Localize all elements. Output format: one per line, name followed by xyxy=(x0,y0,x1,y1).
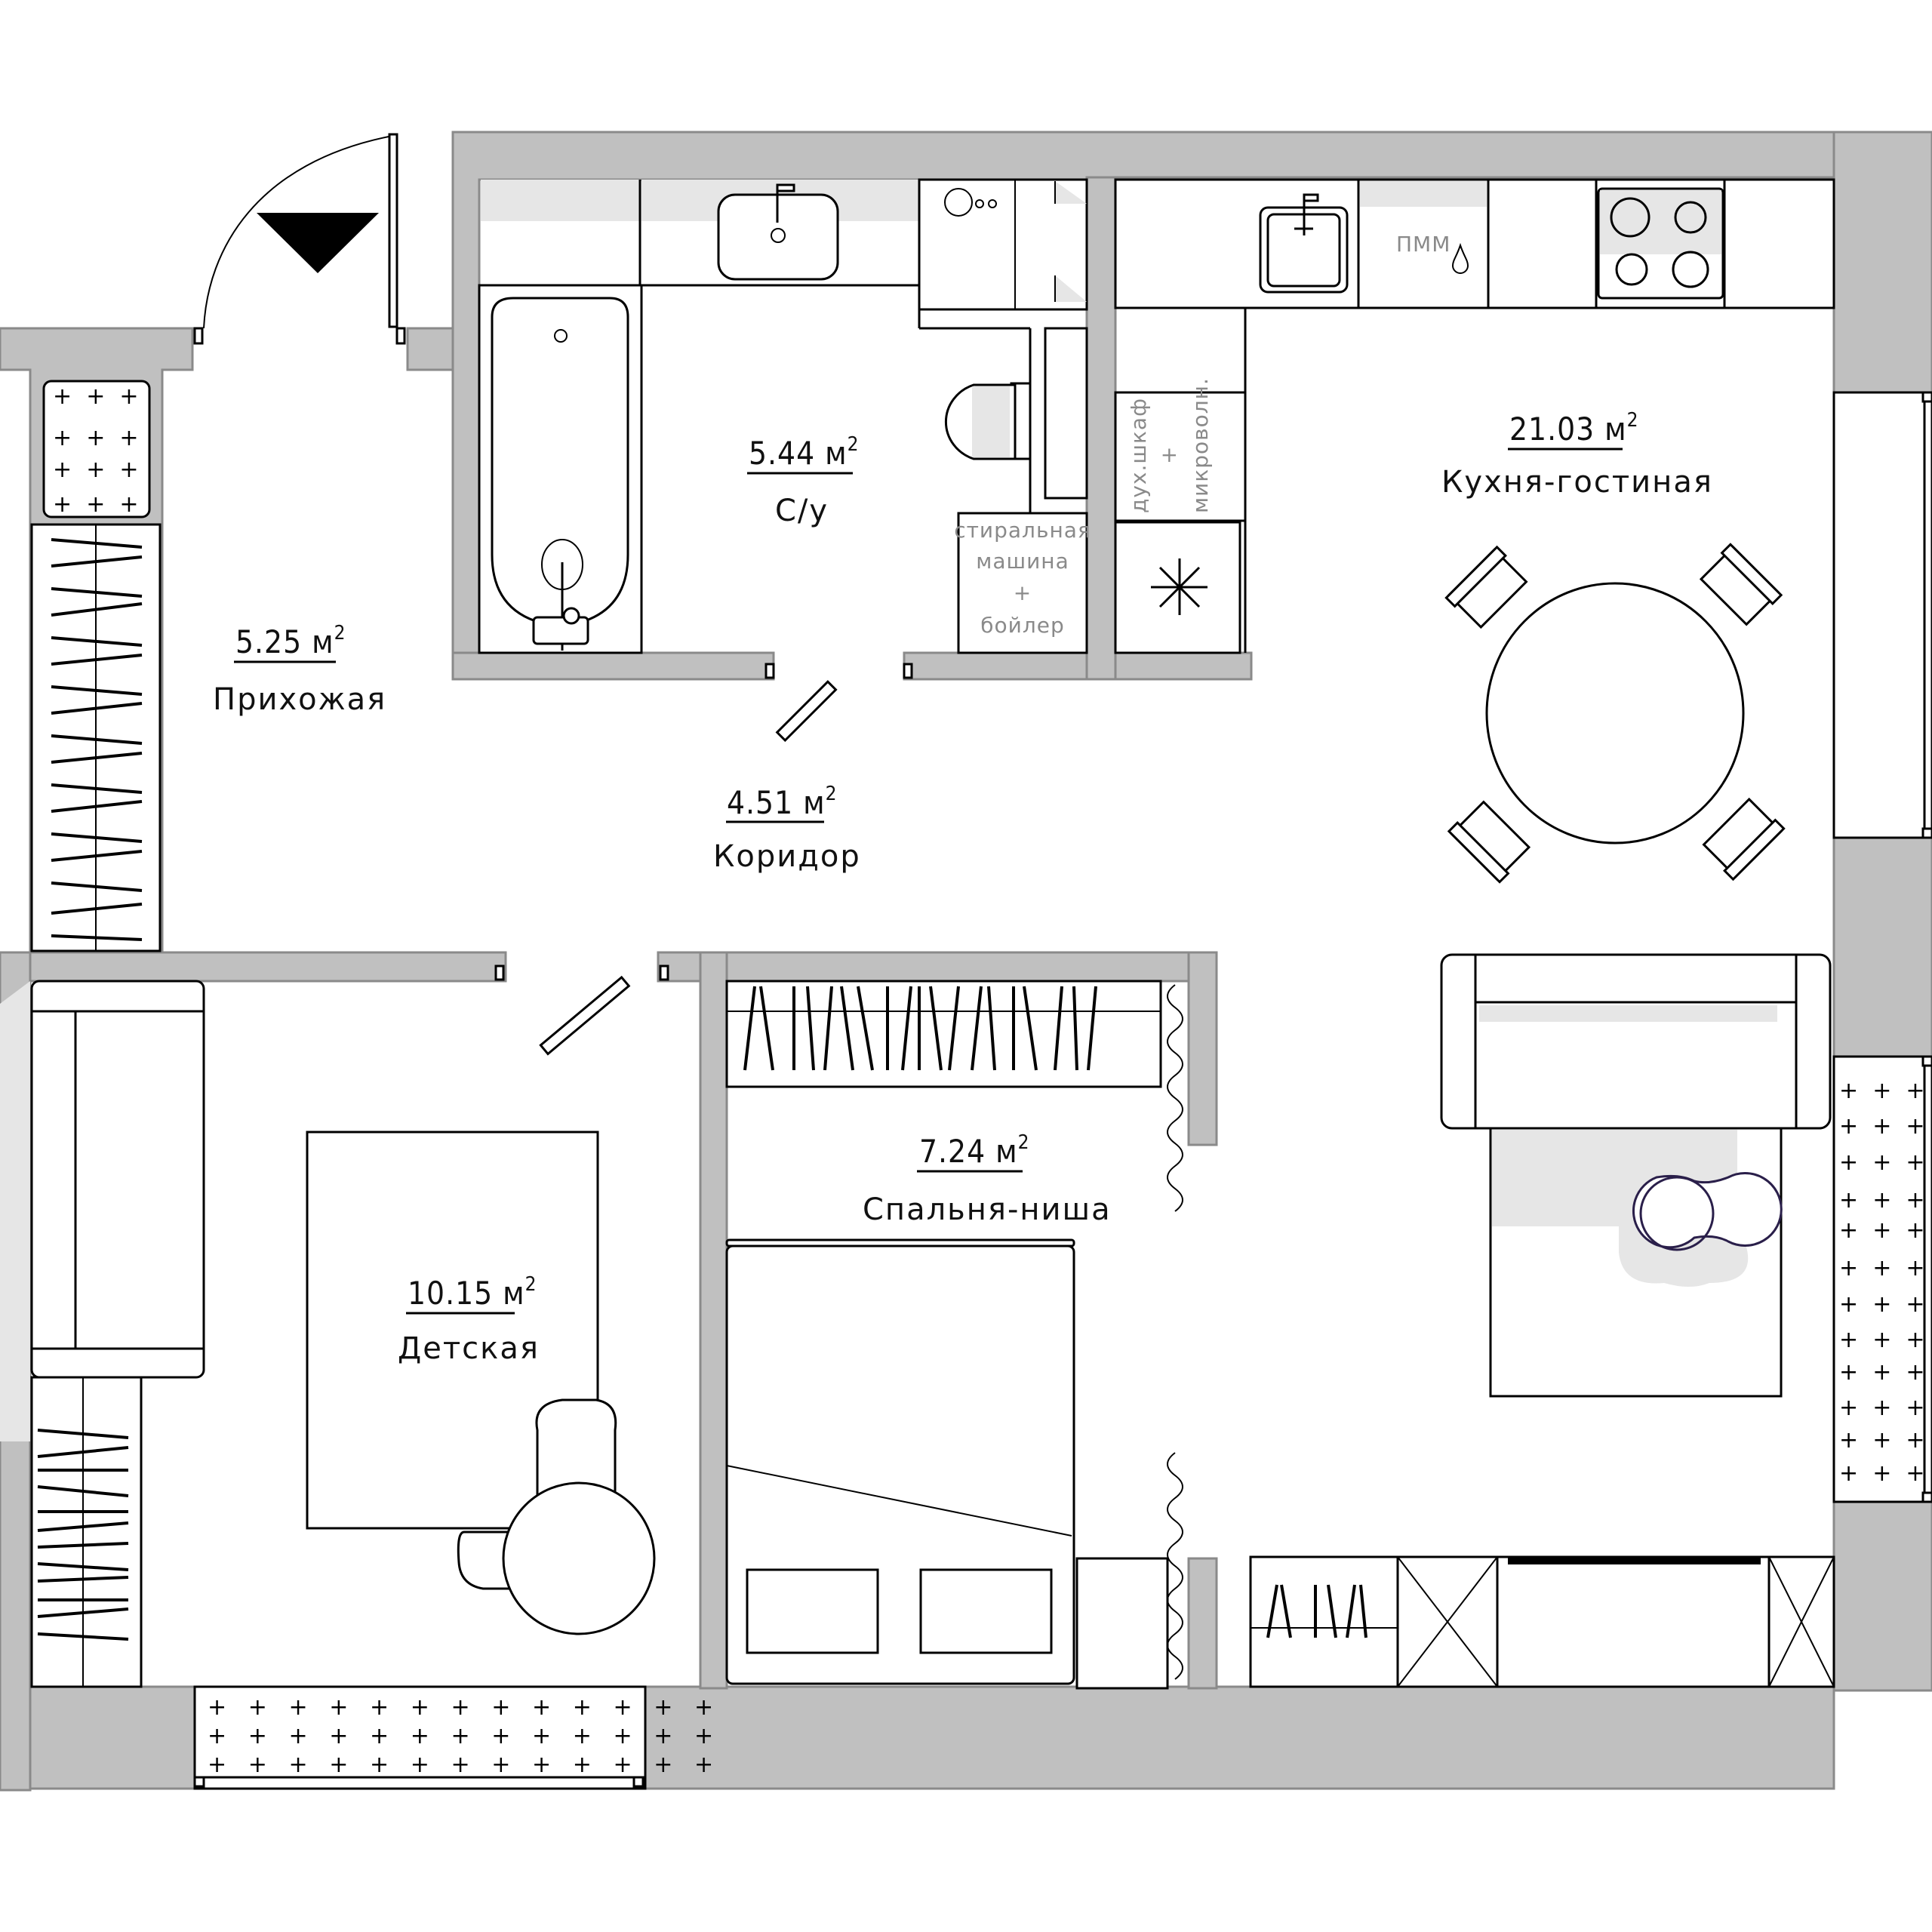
burner xyxy=(1610,197,1651,238)
corridor: 4.51 м2 Коридор xyxy=(713,783,861,874)
svg-text:+ + +: + + + xyxy=(1839,1395,1925,1421)
svg-text:дух.шкаф: дух.шкаф xyxy=(1126,398,1151,513)
burner xyxy=(1615,253,1648,286)
kitchen-living: ПММ дух.шкаф + микроволн. xyxy=(1114,178,1932,1688)
svg-text:+ + + + + + + +: + + + + + + + + + + + + + xyxy=(208,1723,713,1749)
svg-text:микроволн.: микроволн. xyxy=(1188,377,1213,513)
svg-text:+ + +: + + + xyxy=(1839,1359,1925,1386)
toilet-tank-box xyxy=(1044,327,1088,500)
room-label-kids: 10.15 м2 Детская xyxy=(398,1273,540,1366)
dining-table xyxy=(1485,582,1745,844)
curtain xyxy=(1167,984,1183,1212)
svg-text:+ + +: + + + xyxy=(53,491,139,518)
svg-text:машина: машина xyxy=(976,549,1069,574)
svg-text:10.15 м2: 10.15 м2 xyxy=(408,1273,537,1312)
kids-room-door[interactable] xyxy=(494,964,669,1056)
svg-text:+ + + + + + + +: + + + + + + + + + + + + + xyxy=(208,1694,713,1721)
svg-text:Детская: Детская xyxy=(398,1331,540,1366)
svg-text:ПММ: ПММ xyxy=(1396,232,1451,257)
hangers-bedroom xyxy=(743,986,1097,1071)
radiator-pattern: + + + + + + + + + + + + + + + + + + + + … xyxy=(208,1694,713,1778)
kids-sofa xyxy=(30,980,205,1379)
dining-set xyxy=(1444,543,1786,884)
svg-text:+ + +: + + + xyxy=(1839,1460,1925,1487)
bathroom: стиральная машина + бойлер 5.44 м2 С/у xyxy=(478,178,1091,743)
pillow xyxy=(746,1568,879,1654)
svg-text:С/у: С/у xyxy=(775,494,829,528)
double-bed xyxy=(725,1238,1075,1685)
tv xyxy=(1508,1557,1761,1564)
window-right-lower: + + + + + + + + + + + + + + + + + + + + … xyxy=(1832,1055,1932,1503)
shoe-rack xyxy=(42,380,151,518)
bedroom-niche: 7.24 м2 Спальня-ниша xyxy=(725,980,1183,1690)
room-label-hallway: 5.25 м2 Прихожая xyxy=(213,622,386,717)
svg-text:+ + +: + + + xyxy=(1839,1327,1925,1353)
svg-text:+ + + + + + + +: + + + + + + + + + + + + + xyxy=(208,1752,713,1778)
room-label-corridor: 4.51 м2 Коридор xyxy=(713,783,861,874)
hallway: + + + + + + + + + + + + 5.25 м2 Прихожая xyxy=(30,380,386,952)
svg-text:+ + +: + + + xyxy=(53,425,139,451)
water-drop-icon xyxy=(1451,242,1469,274)
svg-text:+ + +: + + + xyxy=(1839,1427,1925,1454)
svg-text:Коридор: Коридор xyxy=(713,839,861,874)
svg-text:Спальня-ниша: Спальня-ниша xyxy=(863,1192,1112,1227)
svg-text:+ + +: + + + xyxy=(1839,1113,1925,1140)
dining-chair xyxy=(1702,797,1786,881)
entry-door[interactable] xyxy=(193,133,406,345)
svg-text:+ + +: + + + xyxy=(1839,1291,1925,1318)
hangers-hall xyxy=(51,538,143,941)
sofa-living xyxy=(1440,953,1832,1130)
room-label-bedroom: 7.24 м2 Спальня-ниша xyxy=(863,1131,1112,1227)
kids-table xyxy=(502,1481,656,1635)
curtain xyxy=(1167,1452,1183,1680)
dining-chair xyxy=(1447,800,1531,884)
kids-room: + + + + + + + + + + + + + + + + + + + + … xyxy=(30,964,713,1790)
kids-desk-set xyxy=(457,1398,656,1635)
shoe-rack-pattern: + + + + + + + + + + + + xyxy=(53,383,139,518)
svg-text:бойлер: бойлер xyxy=(980,613,1065,638)
tv-storage-unit xyxy=(1249,1555,1835,1688)
entrance-arrow-icon xyxy=(257,213,379,273)
radiator-pattern: + + + + + + + + + + + + + + + + + + + + … xyxy=(1839,1078,1925,1487)
svg-text:+ + +: + + + xyxy=(53,383,139,410)
burner xyxy=(1674,201,1707,234)
pouf xyxy=(1632,1172,1783,1251)
dining-chair xyxy=(1444,545,1528,629)
svg-text:+ + +: + + + xyxy=(1839,1149,1925,1176)
burner xyxy=(1672,251,1709,288)
svg-text:Прихожая: Прихожая xyxy=(213,682,386,717)
window-bottom: + + + + + + + + + + + + + + + + + + + + … xyxy=(193,1685,713,1790)
snowflake-icon xyxy=(1151,558,1208,615)
room-label-kitchen-living: 21.03 м2 Кухня-гостиная xyxy=(1441,409,1713,500)
svg-text:+ + +: + + + xyxy=(1839,1217,1925,1244)
svg-text:5.25 м2: 5.25 м2 xyxy=(235,622,346,660)
rug-living xyxy=(1489,1127,1783,1398)
svg-text:21.03 м2: 21.03 м2 xyxy=(1509,409,1639,448)
nightstand xyxy=(1075,1557,1169,1690)
svg-text:+ + +: + + + xyxy=(1839,1187,1925,1214)
washing-machine xyxy=(957,512,1088,654)
dining-chair xyxy=(1699,543,1783,626)
svg-text:+ + +: + + + xyxy=(53,457,139,483)
svg-text:стиральная: стиральная xyxy=(954,518,1091,543)
svg-text:+: + xyxy=(1156,446,1181,464)
window-right-upper xyxy=(1832,391,1932,839)
pillow xyxy=(919,1568,1053,1654)
svg-text:+: + xyxy=(1014,580,1032,605)
svg-text:4.51 м2: 4.51 м2 xyxy=(727,783,838,821)
svg-text:Кухня-гостиная: Кухня-гостиная xyxy=(1441,465,1713,500)
kids-chair xyxy=(535,1398,617,1500)
svg-text:5.44 м2: 5.44 м2 xyxy=(749,433,860,472)
room-label-bathroom: 5.44 м2 С/у xyxy=(747,433,860,528)
svg-text:+ + +: + + + xyxy=(1839,1255,1925,1281)
svg-text:7.24 м2: 7.24 м2 xyxy=(919,1131,1030,1170)
svg-text:+ + +: + + + xyxy=(1839,1078,1925,1104)
bathroom-door[interactable] xyxy=(764,663,913,743)
